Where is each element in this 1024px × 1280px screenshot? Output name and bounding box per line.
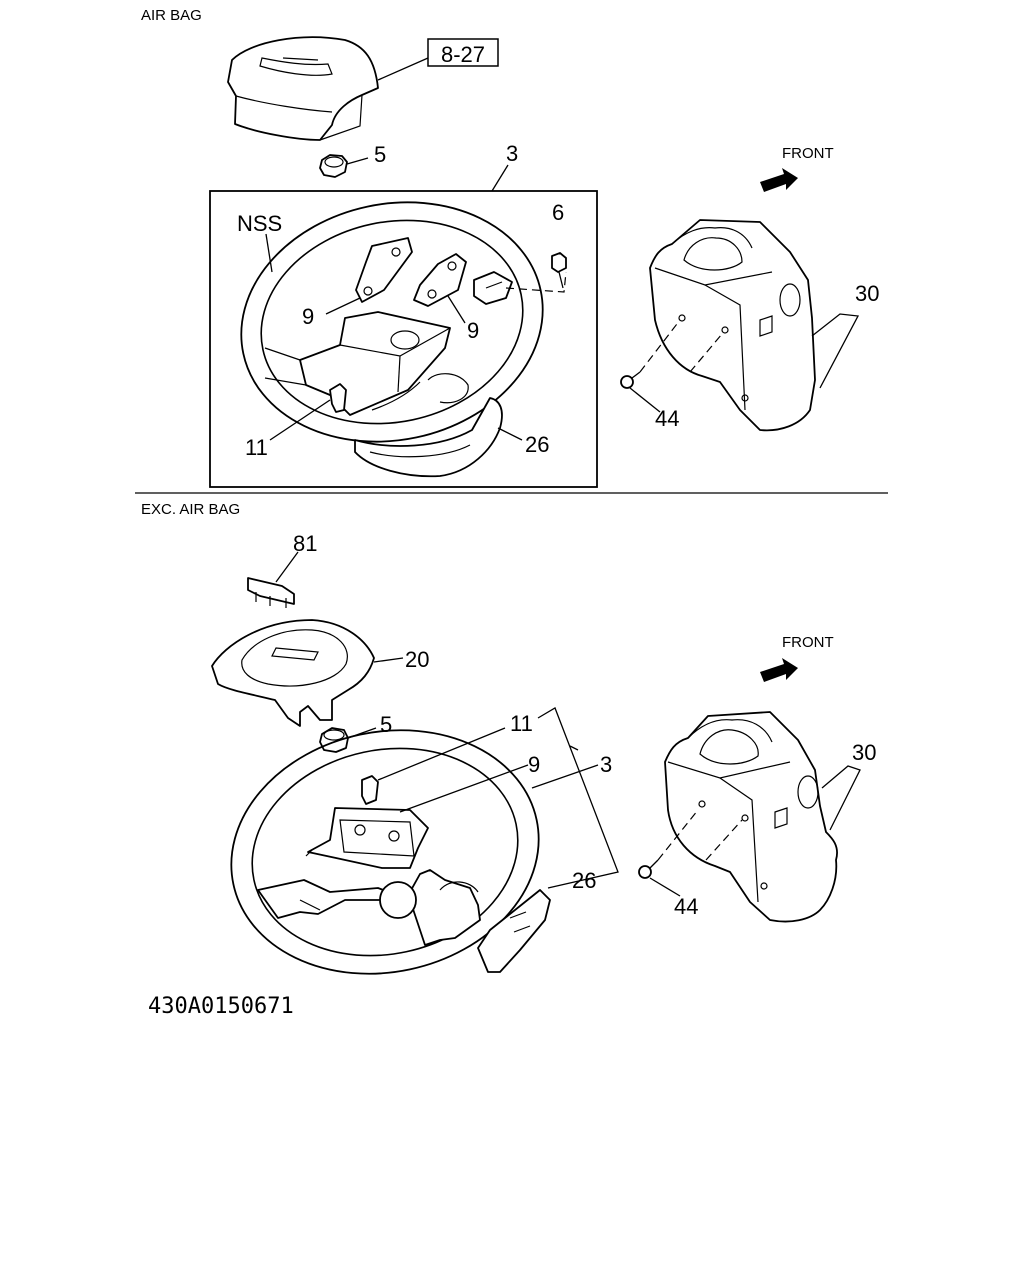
callout-3-exc: 3 <box>600 752 612 777</box>
column-cover-lower-exc <box>477 889 551 973</box>
bolt-6 <box>551 252 567 289</box>
callout-11-exc: 11 <box>510 711 533 736</box>
callout-6: 6 <box>552 200 564 225</box>
reference-box-label: 8-27 <box>441 42 485 67</box>
callout-9-left: 9 <box>302 304 314 329</box>
steering-wheel-assembly-box <box>209 190 598 488</box>
front-label-airbag: FRONT <box>782 145 834 162</box>
section-title-airbag: AIR BAG <box>141 7 202 24</box>
callout-5: 5 <box>374 142 386 167</box>
callout-44-exc: 44 <box>674 894 698 919</box>
callout-3: 3 <box>506 141 518 166</box>
callout-44-airbag: 44 <box>655 406 679 431</box>
nss-label: NSS <box>237 211 282 236</box>
screw-44-airbag <box>620 371 641 389</box>
callout-9-exc: 9 <box>528 752 540 777</box>
steering-wheel-exc-airbag <box>230 729 540 975</box>
callout-26: 26 <box>525 432 549 457</box>
screw-44-exc <box>638 859 659 879</box>
callout-30-airbag: 30 <box>855 281 879 306</box>
column-cover-upper-exc <box>664 711 838 923</box>
reference-box <box>427 38 499 67</box>
column-cover-lower-airbag <box>354 397 503 478</box>
callout-26-exc: 26 <box>572 868 596 893</box>
callout-11: 11 <box>245 435 268 460</box>
section-title-exc-airbag: EXC. AIR BAG <box>141 501 240 518</box>
callout-20: 20 <box>405 647 429 672</box>
front-label-exc: FRONT <box>782 634 834 651</box>
front-arrow-icon <box>760 168 798 192</box>
steering-wheel-airbag <box>240 201 544 443</box>
callout-81: 81 <box>293 531 317 556</box>
emblem-81 <box>247 577 295 608</box>
drawing-number: 430A0150671 <box>148 994 294 1019</box>
column-cover-upper-airbag <box>649 219 816 432</box>
horn-pad-20 <box>211 619 375 727</box>
callout-5-exc: 5 <box>380 712 392 737</box>
nut-5-exc <box>319 727 349 753</box>
callout-9-right: 9 <box>467 318 479 343</box>
nut-5 <box>319 154 348 178</box>
airbag-module-cover <box>227 36 379 141</box>
front-arrow-icon-exc <box>760 658 798 682</box>
callout-30-exc: 30 <box>852 740 876 765</box>
